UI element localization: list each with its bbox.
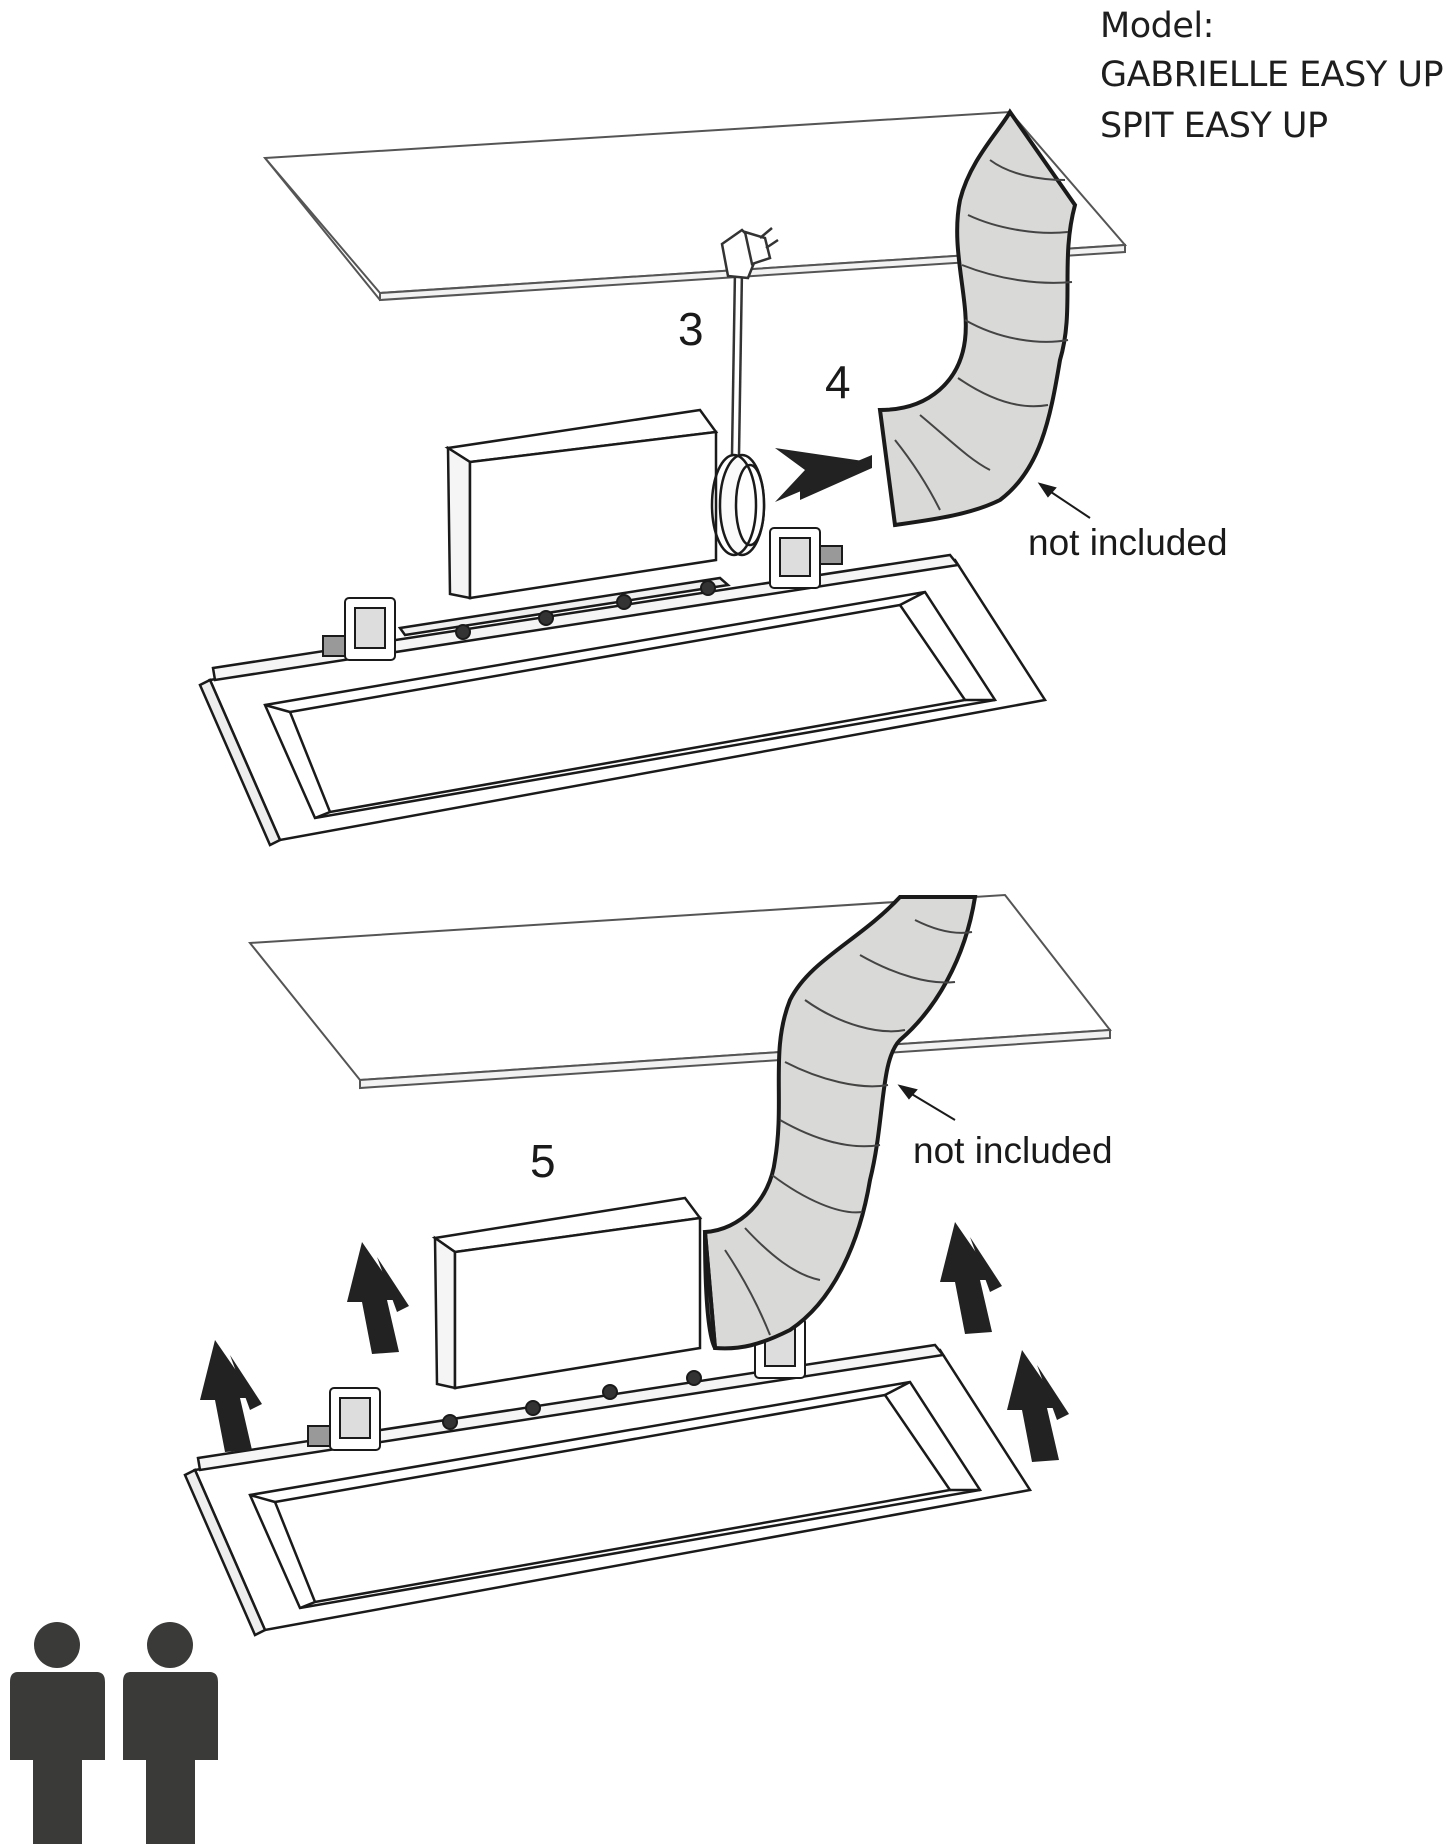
model-name-1: GABRIELLE EASY UP (1100, 55, 1444, 95)
duct-ribs-bottom (724, 919, 973, 1336)
hood-frame-top (198, 553, 1048, 847)
up-arrow-icon-1 (200, 1340, 262, 1452)
ceiling-panel-top (262, 110, 1128, 302)
up-arrow-icon-2 (347, 1242, 409, 1354)
step-3-label: 3 (678, 303, 704, 355)
top-scene: 3 4 not included (198, 108, 1228, 847)
step-5-label: 5 (530, 1135, 556, 1187)
hood-unit-top (444, 408, 766, 600)
note-pointer-top (1037, 482, 1091, 519)
note-pointer-bottom (897, 1084, 956, 1121)
flexible-duct-bottom (702, 895, 978, 1351)
push-arrow-icon (775, 448, 872, 502)
ceiling-panel-bottom (248, 893, 1112, 1090)
model-heading: Model: (1100, 6, 1214, 46)
hood-unit-bottom (431, 1196, 703, 1390)
step-4-label: 4 (825, 356, 851, 408)
up-arrow-icon-4 (1007, 1350, 1069, 1462)
duct-ribs-top (894, 159, 1073, 511)
bottom-scene: 5 not included (183, 893, 1113, 1637)
power-plug-icon (720, 227, 779, 456)
up-arrow-icon-3 (940, 1222, 1002, 1334)
model-name-2: SPIT EASY UP (1100, 106, 1328, 146)
two-person-icon (10, 1622, 218, 1844)
not-included-note-bottom: not included (913, 1130, 1113, 1171)
mounting-clamps-top (322, 527, 843, 661)
not-included-note-top: not included (1028, 522, 1228, 563)
